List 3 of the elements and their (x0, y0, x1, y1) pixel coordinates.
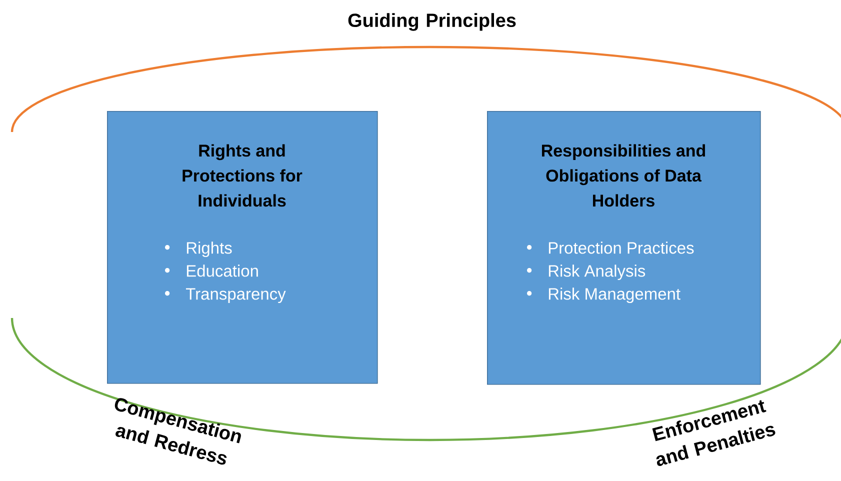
label: Guiding Principles (348, 13, 516, 31)
text-box: Responsibilities and Obligations of Data Holders Protection Practices Risk Analysis Risk Management (487, 111, 761, 385)
text-box: Rights and Protections for Individuals Rights Education Transparency (107, 111, 378, 384)
